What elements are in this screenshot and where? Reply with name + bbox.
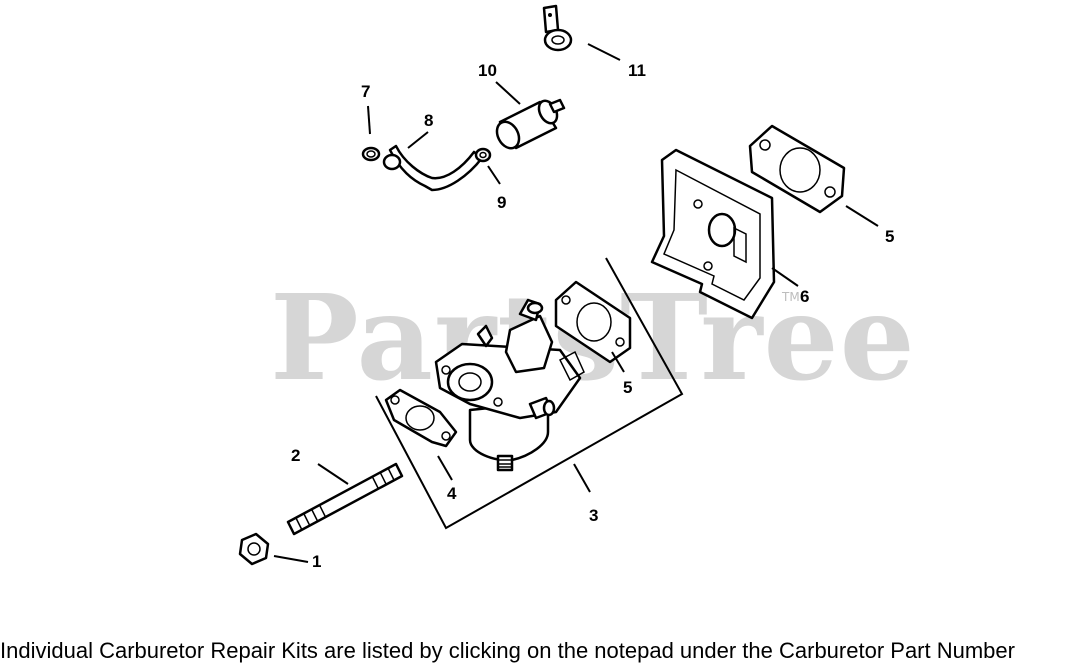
callout-5-upper[interactable]: 5: [885, 227, 895, 246]
part-9-clamp: [474, 147, 492, 163]
part-11-clamp: [542, 4, 573, 52]
watermark-trademark: TM: [782, 290, 800, 304]
part-8-fuel-line: [382, 144, 484, 192]
part-2-stud: [286, 462, 404, 536]
part-7-clamp: [361, 146, 381, 162]
callout-8[interactable]: 8: [424, 111, 434, 130]
part-10-fuel-filter: [495, 98, 566, 150]
callout-1[interactable]: 1: [312, 552, 322, 571]
callout-2[interactable]: 2: [291, 446, 301, 465]
part-4-gasket: [384, 388, 458, 448]
leader-3: [573, 463, 591, 493]
part-3-carburetor: [434, 298, 585, 472]
leader-5b: [845, 205, 879, 227]
part-5-gasket-upper: [748, 124, 846, 214]
leader-10: [495, 81, 521, 105]
leader-11: [587, 43, 621, 61]
leader-7: [367, 105, 371, 135]
callout-3[interactable]: 3: [589, 506, 599, 525]
leader-2: [317, 463, 349, 485]
callout-10[interactable]: 10: [478, 61, 497, 80]
leader-6: [771, 267, 799, 287]
leader-8: [407, 131, 429, 149]
part-5-gasket-lower: [554, 280, 632, 364]
callout-7[interactable]: 7: [361, 82, 371, 101]
leader-9: [487, 165, 501, 185]
leader-4: [437, 455, 453, 481]
leader-5a: [611, 351, 625, 373]
part-6-base-plate: [650, 148, 776, 320]
callout-11[interactable]: 11: [628, 61, 646, 80]
footer-note: Individual Carburetor Repair Kits are li…: [0, 638, 1015, 663]
leader-1: [273, 555, 309, 563]
callout-9[interactable]: 9: [497, 193, 507, 212]
part-1-nut: [238, 532, 270, 566]
assembly-bracket: [375, 257, 684, 530]
callout-4[interactable]: 4: [447, 484, 457, 503]
callout-5-lower[interactable]: 5: [623, 378, 633, 397]
callout-6[interactable]: 6: [800, 287, 810, 306]
